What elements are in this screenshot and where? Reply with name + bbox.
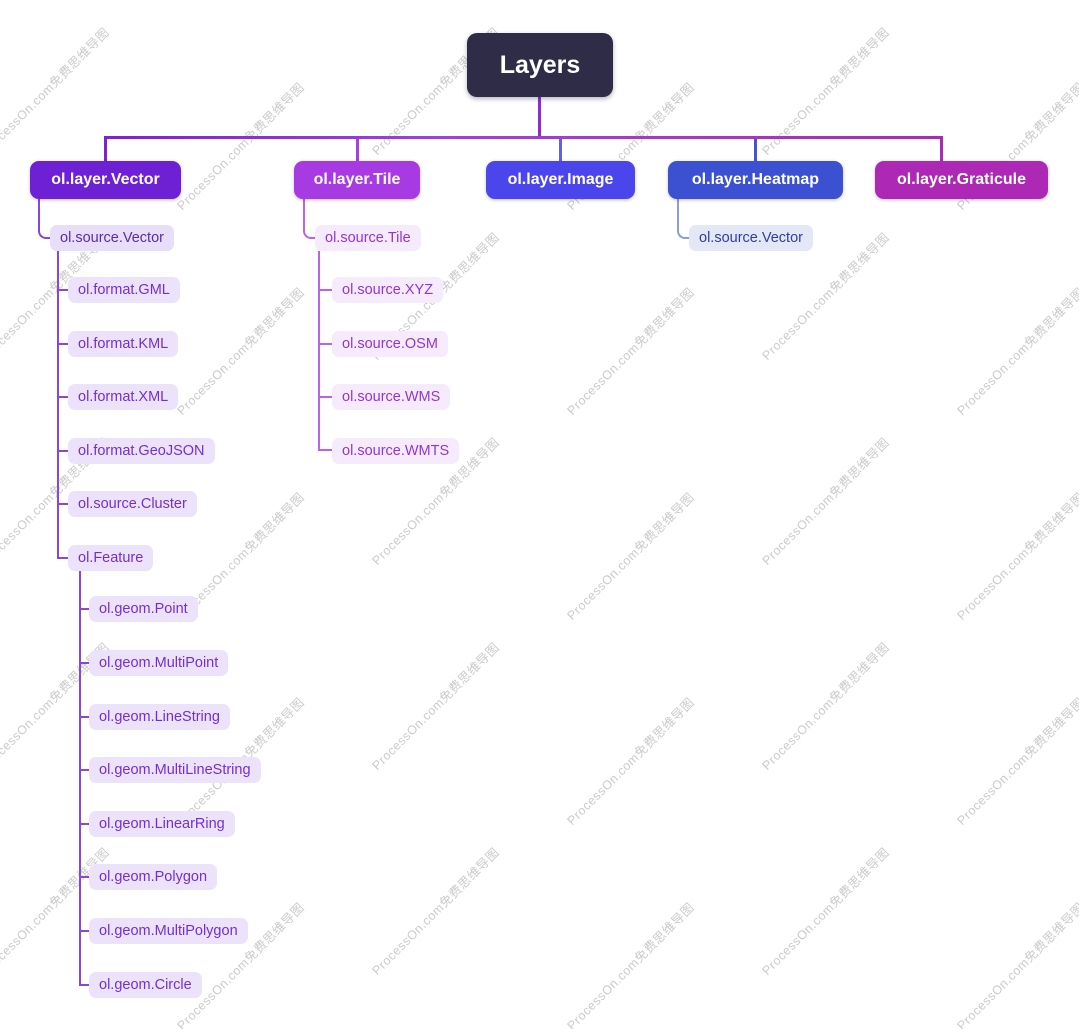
node-ol-layer-graticule[interactable]: ol.layer.Graticule xyxy=(875,161,1048,199)
node-layers-root[interactable]: Layers xyxy=(467,33,613,97)
connector-stub xyxy=(318,289,332,291)
watermark: ProcessOn.com免费思维导图 xyxy=(0,844,113,978)
node-ol-geom-multilinestring[interactable]: ol.geom.MultiLineString xyxy=(89,757,261,783)
node-ol-geom-circle[interactable]: ol.geom.Circle xyxy=(89,972,202,998)
watermark: ProcessOn.com免费思维导图 xyxy=(954,694,1079,828)
connector-stub xyxy=(57,557,68,559)
connector-stub xyxy=(57,343,68,345)
watermark: ProcessOn.com免费思维导图 xyxy=(564,489,698,623)
watermark: ProcessOn.com免费思维导图 xyxy=(564,694,698,828)
node-ol-geom-linestring[interactable]: ol.geom.LineString xyxy=(89,704,230,730)
connector-vector-elbow xyxy=(38,199,52,239)
connector-vector-rail xyxy=(57,251,59,559)
connector-stub xyxy=(79,876,89,878)
node-ol-geom-point[interactable]: ol.geom.Point xyxy=(89,596,198,622)
node-ol-geom-multipoint[interactable]: ol.geom.MultiPoint xyxy=(89,650,229,676)
node-ol-layer-heatmap[interactable]: ol.layer.Heatmap xyxy=(668,161,843,199)
connector-stub xyxy=(79,930,89,932)
watermark: ProcessOn.com免费思维导图 xyxy=(759,844,893,978)
watermark: ProcessOn.com免费思维导图 xyxy=(954,899,1079,1029)
connector-drop-tile xyxy=(356,139,359,161)
watermark: ProcessOn.com免费思维导图 xyxy=(564,899,698,1029)
connector-drop-vector xyxy=(104,139,107,161)
node-ol-source-cluster[interactable]: ol.source.Cluster xyxy=(68,491,197,517)
node-ol-geom-linearring[interactable]: ol.geom.LinearRing xyxy=(89,811,235,837)
watermark: ProcessOn.com免费思维导图 xyxy=(174,284,308,418)
connector-stub xyxy=(79,823,89,825)
connector-drop-image xyxy=(559,139,562,161)
connector-drop-heatmap xyxy=(754,139,757,161)
node-ol-format-xml[interactable]: ol.format.XML xyxy=(68,384,179,410)
connector-stub xyxy=(57,503,68,505)
connector-drop-graticule xyxy=(940,139,943,161)
connector-stub xyxy=(79,769,89,771)
connector-stub xyxy=(318,343,332,345)
connector-tile-elbow xyxy=(303,199,317,239)
connector-stub xyxy=(57,396,68,398)
node-ol-source-wms[interactable]: ol.source.WMS xyxy=(332,384,451,410)
watermark: ProcessOn.com免费思维导图 xyxy=(564,284,698,418)
watermark: ProcessOn.com免费思维导图 xyxy=(369,844,503,978)
connector-tile-rail xyxy=(318,251,320,451)
connector-stub xyxy=(79,984,89,986)
node-ol-format-gml[interactable]: ol.format.GML xyxy=(68,277,180,303)
node-ol-layer-tile[interactable]: ol.layer.Tile xyxy=(294,161,420,199)
node-ol-source-vector[interactable]: ol.source.Vector xyxy=(50,225,174,251)
connector-stub xyxy=(57,450,68,452)
node-ol-source-vector-heatmap[interactable]: ol.source.Vector xyxy=(689,225,813,251)
watermark: ProcessOn.com免费思维导图 xyxy=(759,639,893,773)
connector-feature-rail xyxy=(79,571,81,985)
node-ol-geom-multipolygon[interactable]: ol.geom.MultiPolygon xyxy=(89,918,248,944)
connector-stub xyxy=(79,608,89,610)
node-ol-source-wmts[interactable]: ol.source.WMTS xyxy=(332,438,460,464)
connector-trunk xyxy=(104,136,943,139)
connector-stub xyxy=(79,716,89,718)
watermark: ProcessOn.com免费思维导图 xyxy=(0,24,113,158)
node-ol-layer-image[interactable]: ol.layer.Image xyxy=(486,161,635,199)
connector-stub xyxy=(318,396,332,398)
connector-stub xyxy=(79,662,89,664)
node-ol-format-geojson[interactable]: ol.format.GeoJSON xyxy=(68,438,215,464)
node-ol-geom-polygon[interactable]: ol.geom.Polygon xyxy=(89,864,218,890)
connector-heatmap-elbow xyxy=(677,199,691,239)
node-ol-source-xyz[interactable]: ol.source.XYZ xyxy=(332,277,444,303)
node-ol-layer-vector[interactable]: ol.layer.Vector xyxy=(30,161,181,199)
connector-stub xyxy=(57,289,68,291)
watermark: ProcessOn.com免费思维导图 xyxy=(174,79,308,213)
node-ol-source-osm[interactable]: ol.source.OSM xyxy=(332,331,448,357)
watermark: ProcessOn.com免费思维导图 xyxy=(174,899,308,1029)
watermark: ProcessOn.com免费思维导图 xyxy=(759,24,893,158)
watermark: ProcessOn.com免费思维导图 xyxy=(954,284,1079,418)
watermark: ProcessOn.com免费思维导图 xyxy=(369,639,503,773)
node-ol-format-kml[interactable]: ol.format.KML xyxy=(68,331,179,357)
connector-stub xyxy=(318,449,332,451)
watermark: ProcessOn.com免费思维导图 xyxy=(954,489,1079,623)
node-ol-feature[interactable]: ol.Feature xyxy=(68,545,154,571)
watermark: ProcessOn.com免费思维导图 xyxy=(759,434,893,568)
node-ol-source-tile[interactable]: ol.source.Tile xyxy=(315,225,421,251)
connector-root-vertical xyxy=(538,97,541,136)
